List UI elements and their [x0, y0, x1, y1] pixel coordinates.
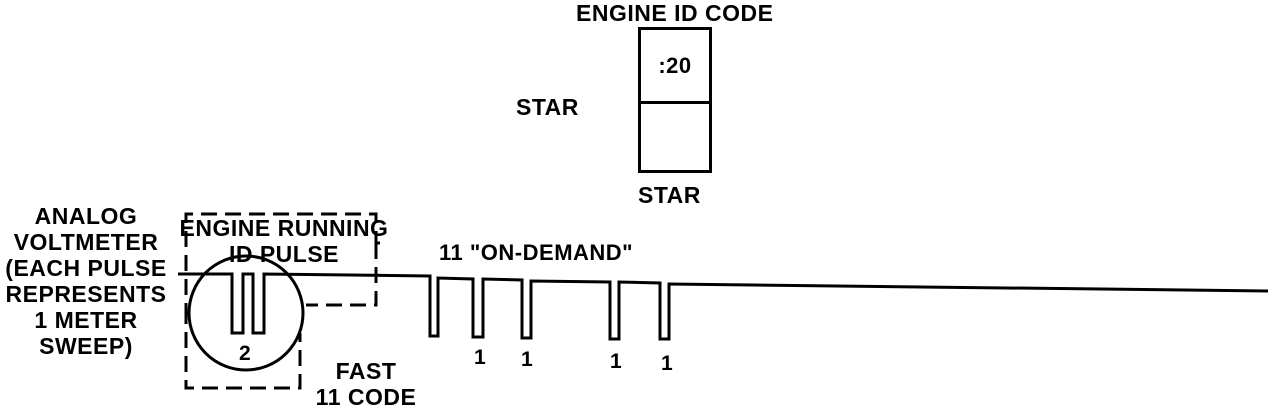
analog-label-line: ANALOG: [34, 203, 138, 229]
analog-label-line: REPRESENTS: [5, 281, 167, 307]
pulse-count-2: 1: [521, 348, 534, 371]
pulse-count-1: 1: [474, 346, 487, 369]
analog-label-line: SWEEP): [39, 333, 133, 359]
engine-running-line: ENGINE RUNNING: [179, 215, 389, 241]
fast-code-line: 11 CODE: [315, 384, 417, 410]
engine-id-code-box: :20: [638, 27, 712, 173]
star-label-left: STAR: [516, 94, 579, 120]
engine-id-code-title: ENGINE ID CODE: [576, 0, 774, 26]
pulse-count-3: 1: [610, 350, 623, 373]
engine-running-line: ID PULSE: [228, 241, 340, 267]
fast-11-code-label: FAST 11 CODE: [296, 358, 436, 410]
pulse-count-4: 1: [661, 352, 674, 375]
on-demand-label: 11 "ON-DEMAND": [439, 240, 634, 265]
engine-running-dashed-connector: [306, 243, 378, 307]
analog-voltmeter-label: ANALOG VOLTMETER (EACH PULSE REPRESENTS …: [0, 203, 172, 359]
id-pulse-circle: [187, 254, 305, 372]
analog-label-line: 1 METER: [34, 307, 138, 333]
id-pulse-count: 2: [239, 342, 252, 365]
analog-label-line: (EACH PULSE: [5, 255, 167, 281]
voltmeter-trace: [178, 272, 1269, 341]
star-label-bottom: STAR: [638, 182, 701, 208]
fast-code-dashed-box: [184, 308, 302, 390]
analog-label-line: VOLTMETER: [13, 229, 159, 255]
engine-id-code-value: :20: [641, 30, 709, 104]
fast-code-line: FAST: [335, 358, 397, 384]
engine-running-label: ENGINE RUNNING ID PULSE: [170, 215, 398, 267]
